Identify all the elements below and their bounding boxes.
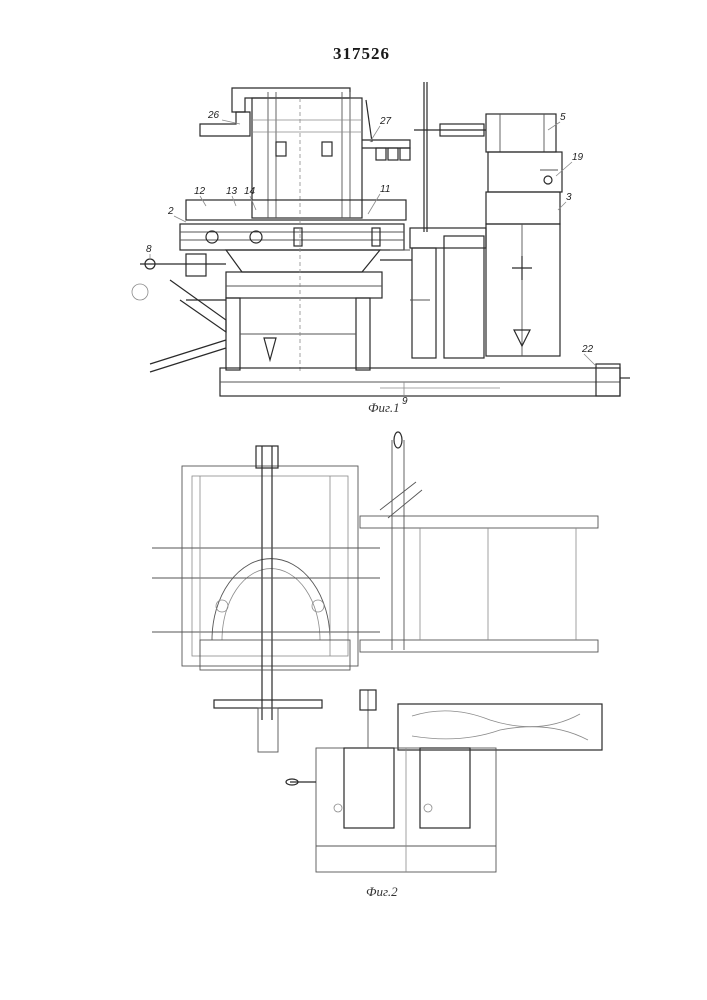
callout-2: 2 (167, 206, 174, 217)
figure-1-caption: Фиг.1 (368, 400, 400, 416)
fig1-upper-frame (200, 88, 410, 218)
callout-11: 11 (380, 184, 390, 195)
callout-27: 27 (379, 116, 392, 127)
fig1-motor-column (486, 114, 562, 356)
fig2-upper-frame (152, 446, 380, 752)
fig1-callouts: 26 27 5 19 3 12 13 14 11 2 8 22 9 (146, 110, 596, 407)
callout-9: 9 (402, 396, 408, 407)
fig1-base-rail (220, 364, 630, 396)
callout-13: 13 (226, 186, 238, 197)
fig1-left-mechanism (132, 254, 226, 372)
callout-26: 26 (207, 110, 220, 121)
fig1-machine-body (180, 200, 406, 372)
callout-5: 5 (560, 112, 566, 123)
fig2-lower-units (286, 690, 496, 872)
callout-12: 12 (194, 186, 206, 197)
callout-3: 3 (566, 192, 572, 203)
fig1-side-frame (380, 228, 486, 358)
callout-22: 22 (581, 344, 594, 355)
fig1-vertical-rod (414, 82, 486, 232)
figure-2-caption: Фиг.2 (366, 884, 398, 900)
callout-19: 19 (572, 152, 584, 163)
callout-14: 14 (244, 186, 256, 197)
fig2-workpiece (398, 704, 602, 750)
fig2-right-rail (360, 432, 598, 652)
callout-8: 8 (146, 244, 152, 255)
